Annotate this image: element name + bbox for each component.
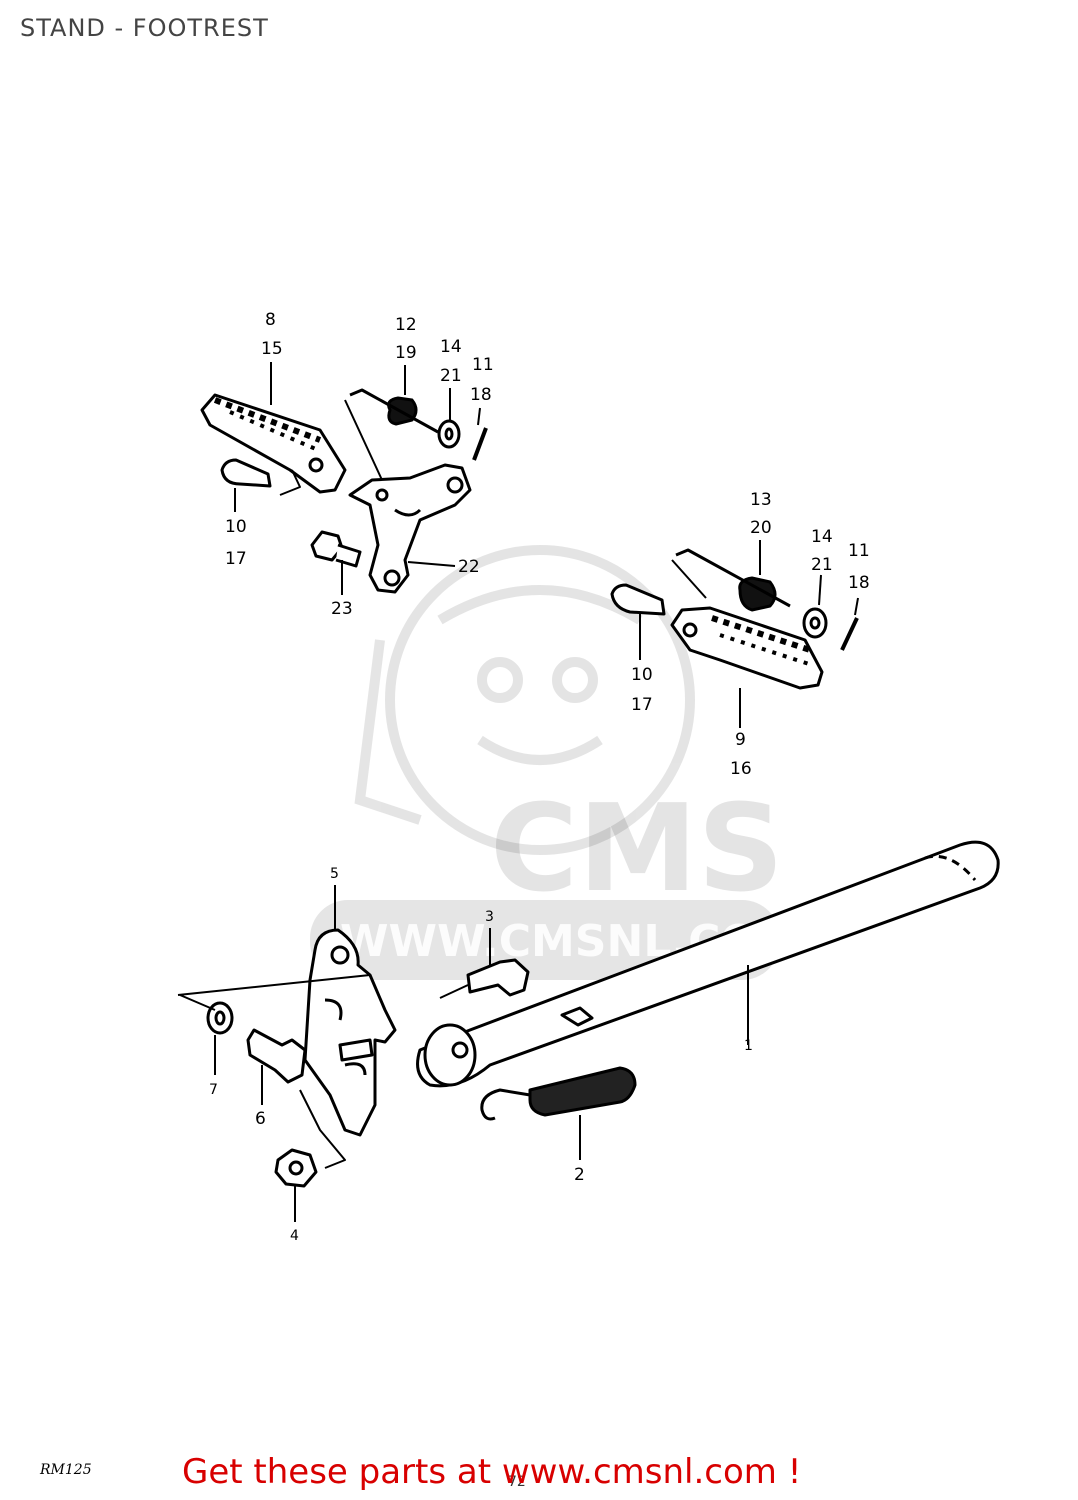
callout-10-b: 10: [631, 665, 653, 685]
callout-22: 22: [458, 557, 480, 577]
callout-13: 13: [750, 490, 772, 510]
callout-16: 16: [730, 759, 752, 779]
footrest-right: [670, 606, 824, 690]
callout-9: 9: [735, 730, 746, 750]
callout-19: 19: [395, 343, 417, 363]
callout-6: 6: [255, 1109, 266, 1129]
callout-18-b: 18: [848, 573, 870, 593]
callout-17-b: 17: [631, 695, 653, 715]
callout-12: 12: [395, 315, 417, 335]
bolt-6: [246, 1028, 307, 1084]
part-callouts: 8 15 12 19 14 21 11 18 10 17 22 23 13 20…: [209, 310, 870, 1244]
callout-5: 5: [330, 866, 339, 882]
callout-15: 15: [261, 339, 283, 359]
pin-right: [610, 583, 666, 616]
callout-21-a: 21: [440, 366, 462, 386]
cotter-pin-right: [840, 617, 859, 651]
callout-23: 23: [331, 599, 353, 619]
side-stand: [416, 840, 1000, 1088]
callout-4: 4: [290, 1228, 299, 1244]
callout-2: 2: [574, 1165, 585, 1185]
bolt-3: [466, 958, 530, 997]
page-number: 72: [508, 1474, 526, 1490]
callout-14-b: 14: [811, 527, 833, 547]
side-stand-assembly: [177, 840, 1000, 1188]
callout-3: 3: [485, 909, 494, 925]
callout-11-a: 11: [472, 355, 494, 375]
callout-17-a: 17: [225, 549, 247, 569]
callout-20: 20: [750, 518, 772, 538]
callout-14-a: 14: [440, 337, 462, 357]
pin-left: [220, 458, 272, 488]
cotter-pin-left: [472, 427, 488, 461]
callout-18-a: 18: [470, 385, 492, 405]
right-footrest-assembly: [610, 548, 859, 690]
left-footrest-assembly: [200, 388, 488, 594]
callout-7: 7: [209, 1082, 218, 1098]
callout-10-a: 10: [225, 517, 247, 537]
leader-lines: [214, 362, 859, 1222]
watermark-logo: CMS: [490, 780, 784, 919]
callout-8: 8: [265, 310, 276, 330]
callout-11-b: 11: [848, 541, 870, 561]
page-title: STAND - FOOTREST: [20, 14, 269, 42]
stand-bracket: [303, 928, 397, 1137]
cta-link[interactable]: Get these parts at www.cmsnl.com !: [182, 1452, 802, 1492]
return-spring: [528, 1066, 637, 1117]
callout-21-b: 21: [811, 555, 833, 575]
callout-1: 1: [744, 1038, 753, 1054]
model-code: RM125: [40, 1462, 92, 1478]
